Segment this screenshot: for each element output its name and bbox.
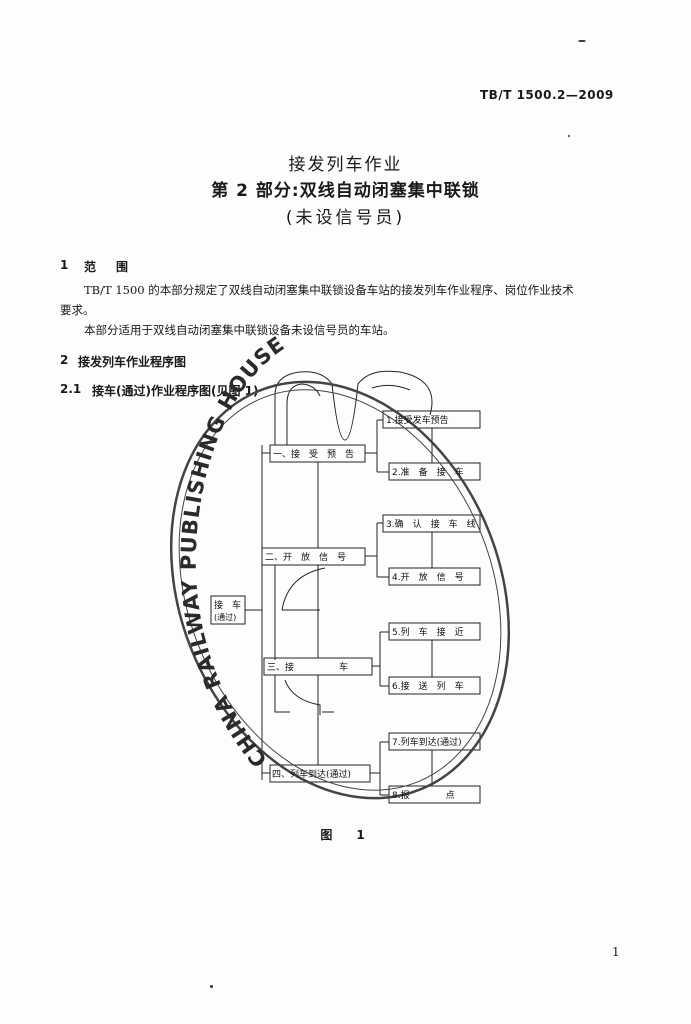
flow-step-8: 8.报 点	[392, 789, 455, 801]
document-title-note: (未设信号员)	[285, 208, 406, 228]
section-1-heading: 范 围	[84, 260, 133, 274]
section-2-1-number: 2.1	[60, 382, 82, 396]
flow-step-3: 3.确 认 接 车 线	[386, 518, 476, 530]
scan-speck	[578, 40, 586, 42]
scan-speck	[210, 985, 213, 988]
watermark-text: CHINA RAILWAY PUBLISHING HOUSE	[177, 331, 289, 771]
flow-step-6: 6.接 送 列 车	[392, 680, 464, 692]
document-title: 接发列车作业	[288, 155, 403, 175]
section-2-number: 2	[60, 353, 69, 367]
section-1-paragraph-1-line-2: 要求。	[60, 303, 95, 317]
scan-speck	[568, 135, 570, 137]
flow-left-box-line-2: (通过)	[214, 612, 236, 622]
flow-phase-3: 三、接 车	[267, 661, 348, 673]
section-2-heading: 接发列车作业程序图	[78, 355, 187, 369]
flow-step-7: 7.列车到达(通过)	[392, 736, 462, 748]
flow-step-5: 5.列 车 接 近	[392, 626, 464, 638]
flow-phase-4: 四、列车到达(通过)	[272, 768, 351, 780]
figure-caption: 图 1	[320, 828, 371, 842]
section-2-1-heading: 接车(通过)作业程序图(见图 1)	[92, 384, 259, 398]
document-subtitle: 第 2 部分:双线自动闭塞集中联锁	[211, 181, 480, 201]
flow-phase-2: 二、开 放 信 号	[265, 551, 346, 563]
standard-code: TB/T 1500.2—2009	[480, 88, 614, 102]
flow-left-box-line-1: 接 车	[214, 599, 241, 611]
flow-phase-1: 一、接 受 预 告	[273, 448, 354, 460]
flow-step-1: 1.接受发车预告	[386, 414, 449, 426]
page-number: 1	[612, 945, 620, 959]
flow-step-2: 2.准 备 接 车	[392, 466, 464, 478]
section-1-paragraph-1-line-1: TB/T 1500 的本部分规定了双线自动闭塞集中联锁设备车站的接发列车作业程序…	[84, 283, 574, 297]
section-1-number: 1	[60, 258, 69, 272]
flow-step-4: 4.开 放 信 号	[392, 571, 464, 583]
section-1-paragraph-2: 本部分适用于双线自动闭塞集中联锁设备未设信号员的车站。	[84, 323, 395, 337]
